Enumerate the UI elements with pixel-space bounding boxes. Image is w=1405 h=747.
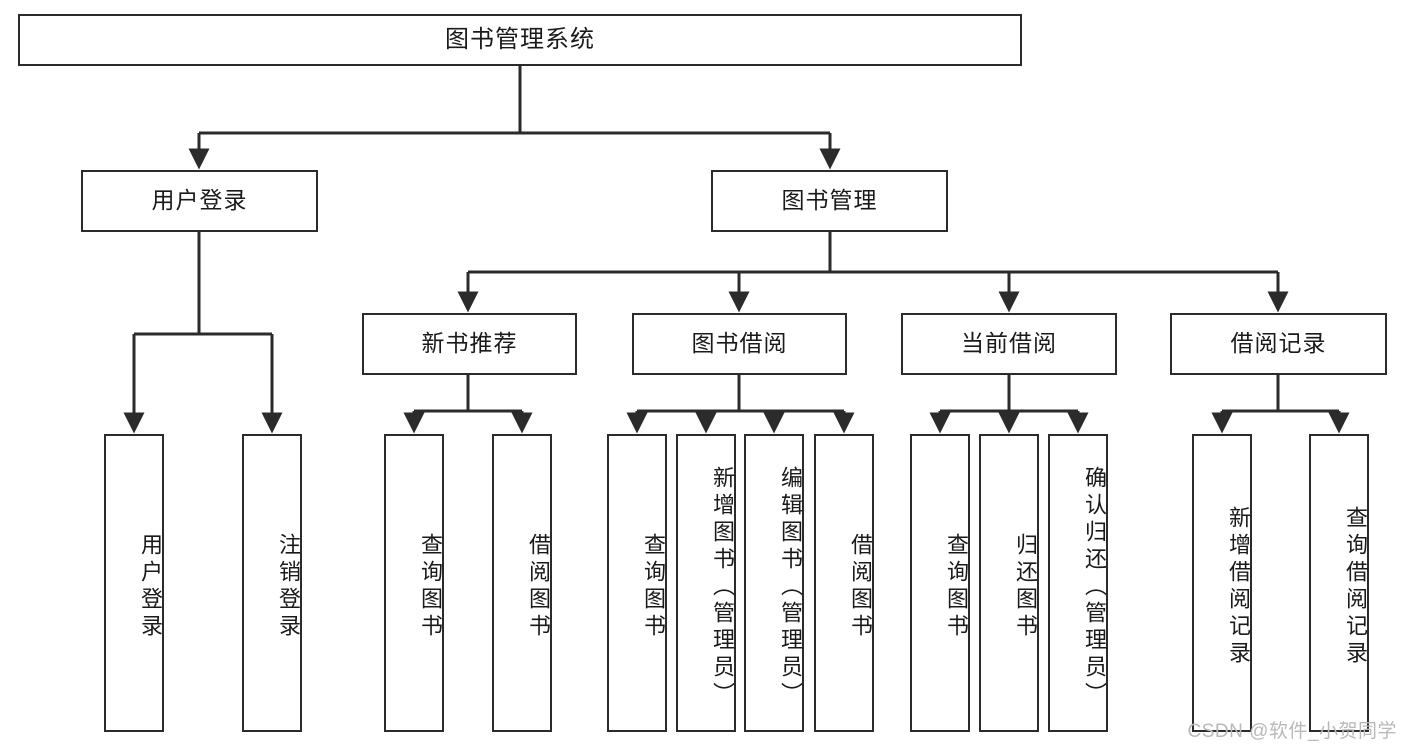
leaf-current-return-book[interactable]: 归还图书 (979, 434, 1039, 732)
node-user-login[interactable]: 用户登录 (81, 170, 318, 232)
leaf-record-query-record[interactable]: 查询借阅记录 (1309, 434, 1369, 732)
node-label: 图书管理系统 (445, 25, 595, 53)
node-label: 新书推荐 (421, 330, 518, 357)
leaf-borrow-borrow-book[interactable]: 借阅图书 (814, 434, 874, 732)
leaf-borrow-add-book-admin[interactable]: 新增图书（管理员） (676, 434, 736, 732)
node-label: 新增图书（管理员） (710, 465, 735, 709)
node-borrow-record[interactable]: 借阅记录 (1170, 313, 1387, 375)
node-current-borrow[interactable]: 当前借阅 (901, 313, 1117, 375)
leaf-borrow-query-book[interactable]: 查询图书 (607, 434, 667, 732)
node-label: 查询图书 (641, 533, 666, 641)
node-label: 查询借阅记录 (1343, 506, 1368, 668)
node-label: 注销登录 (276, 533, 301, 641)
leaf-new-book-query[interactable]: 查询图书 (384, 434, 444, 732)
leaf-record-add-record[interactable]: 新增借阅记录 (1192, 434, 1252, 732)
node-label: 用户登录 (138, 533, 163, 641)
node-label: 借阅图书 (526, 533, 551, 641)
node-label: 编辑图书（管理员） (778, 465, 803, 709)
node-label: 归还图书 (1013, 533, 1038, 641)
node-label: 查询图书 (418, 533, 443, 641)
node-label: 借阅记录 (1230, 330, 1327, 357)
leaf-new-book-borrow[interactable]: 借阅图书 (492, 434, 552, 732)
node-book-borrow[interactable]: 图书借阅 (632, 313, 847, 375)
node-new-book-recommend[interactable]: 新书推荐 (362, 313, 577, 375)
node-label: 新增借阅记录 (1226, 506, 1251, 668)
node-label: 确认归还（管理员） (1082, 465, 1107, 709)
node-label: 图书管理 (781, 187, 878, 214)
node-label: 查询图书 (944, 533, 969, 641)
node-label: 当前借阅 (961, 330, 1057, 357)
csdn-watermark: CSDN @软件_小贺同学 (1187, 721, 1397, 742)
node-label: 图书借阅 (691, 330, 788, 357)
node-label: 用户登录 (151, 187, 248, 214)
node-root-book-management-system[interactable]: 图书管理系统 (18, 14, 1022, 66)
node-label: 借阅图书 (848, 533, 873, 641)
leaf-user-login-login[interactable]: 用户登录 (104, 434, 164, 732)
leaf-user-login-logout[interactable]: 注销登录 (242, 434, 302, 732)
node-book-management[interactable]: 图书管理 (711, 170, 948, 232)
leaf-current-confirm-return-admin[interactable]: 确认归还（管理员） (1048, 434, 1108, 732)
leaf-borrow-edit-book-admin[interactable]: 编辑图书（管理员） (744, 434, 804, 732)
leaf-current-query-book[interactable]: 查询图书 (910, 434, 970, 732)
